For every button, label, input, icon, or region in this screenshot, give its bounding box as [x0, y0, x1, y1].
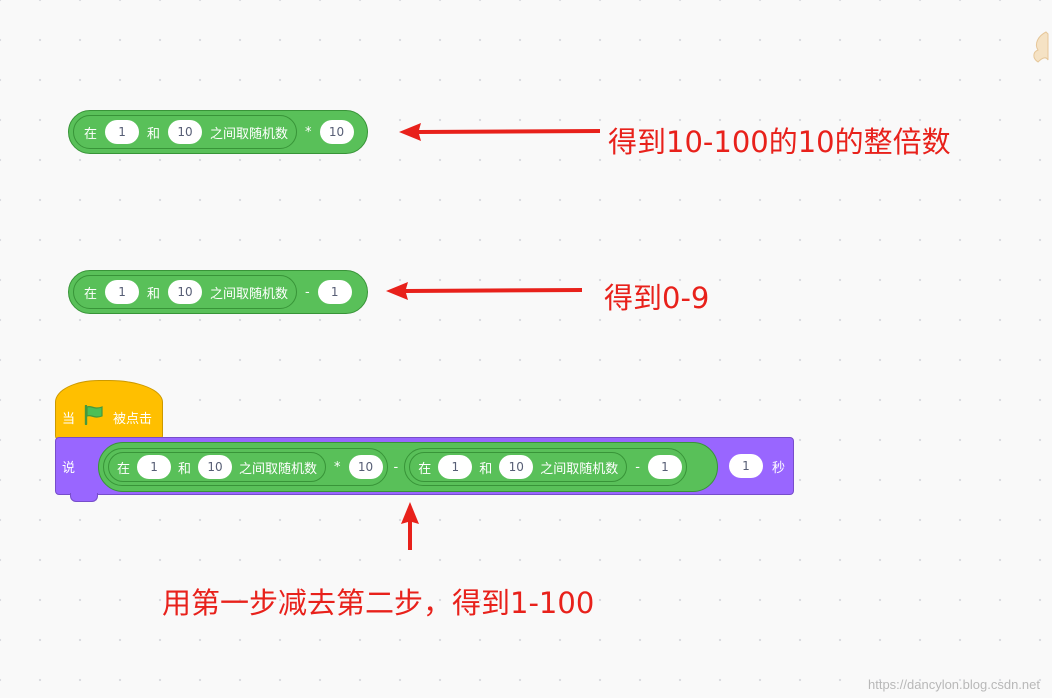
sprite-decoration-icon — [1033, 31, 1049, 63]
green-flag-icon — [83, 404, 105, 429]
seconds-unit-label: 秒 — [772, 460, 786, 476]
random-block[interactable]: 在 1 和 10 之间取随机数 — [73, 115, 298, 149]
random-middle-label: 和 — [178, 461, 192, 477]
say-label: 说 — [62, 461, 76, 476]
random-to-input[interactable]: 10 — [168, 120, 203, 144]
operator-label: * — [334, 459, 341, 475]
hat-block-content: 当 被点击 — [62, 404, 153, 429]
watermark: https://dancylon.blog.csdn.net — [867, 677, 1040, 692]
when-flag-clicked-block[interactable] — [55, 380, 163, 440]
operand-input[interactable]: 10 — [319, 120, 354, 144]
annotation-note-3: 用第一步减去第二步，得到1-100 — [162, 586, 595, 620]
arrow-1 — [399, 123, 600, 141]
random-prefix-label: 在 — [84, 126, 98, 142]
arrow-2 — [386, 282, 582, 300]
operand-input[interactable]: 10 — [348, 455, 383, 479]
operand-input[interactable]: 1 — [317, 280, 352, 304]
random-to-input[interactable]: 10 — [499, 455, 534, 479]
subtract-block[interactable]: 在 1 和 10 之间取随机数 - 1 — [68, 270, 368, 314]
random-to-input[interactable]: 10 — [198, 455, 233, 479]
annotation-note-2: 得到0-9 — [604, 281, 710, 315]
random-from-input[interactable]: 1 — [137, 455, 172, 479]
operator-label: - — [305, 284, 310, 300]
random-block[interactable]: 在 1 和 10 之间取随机数 — [73, 275, 298, 309]
multiply-block[interactable]: 在 1 和 10 之间取随机数 * 10 — [103, 448, 388, 486]
hat-clicked-label: 被点击 — [113, 411, 153, 427]
seconds-input[interactable]: 1 — [729, 454, 763, 478]
operator-label: - — [635, 459, 640, 475]
random-prefix-label: 在 — [84, 286, 98, 302]
random-from-input[interactable]: 1 — [105, 120, 140, 144]
random-from-input[interactable]: 1 — [438, 455, 473, 479]
random-suffix-label: 之间取随机数 — [239, 461, 318, 477]
random-suffix-label: 之间取随机数 — [210, 286, 289, 302]
operator-label: - — [393, 459, 399, 475]
random-middle-label: 和 — [479, 461, 493, 477]
hat-when-label: 当 — [62, 411, 76, 427]
operator-label: * — [305, 124, 312, 140]
subtract-block[interactable]: 在 1 和 10 之间取随机数 - 1 — [404, 448, 687, 486]
random-suffix-label: 之间取随机数 — [540, 461, 619, 477]
random-prefix-label: 在 — [117, 461, 131, 477]
random-to-input[interactable]: 10 — [168, 280, 203, 304]
multiply-block[interactable]: 在 1 和 10 之间取随机数 * 10 — [68, 110, 368, 154]
random-prefix-label: 在 — [418, 461, 432, 477]
random-middle-label: 和 — [147, 126, 161, 142]
arrow-3 — [401, 502, 419, 550]
annotation-note-1: 得到10-100的10的整倍数 — [608, 125, 951, 159]
random-block[interactable]: 在 1 和 10 之间取随机数 — [108, 452, 327, 482]
outer-subtract-block[interactable]: 在 1 和 10 之间取随机数 * 10 - 在 1 和 10 之间取随机数 -… — [98, 442, 718, 492]
random-suffix-label: 之间取随机数 — [210, 126, 289, 142]
block-notch — [70, 493, 98, 502]
operand-input[interactable]: 1 — [648, 455, 682, 479]
random-middle-label: 和 — [147, 286, 161, 302]
random-block[interactable]: 在 1 和 10 之间取随机数 — [409, 452, 628, 482]
random-from-input[interactable]: 1 — [105, 280, 140, 304]
